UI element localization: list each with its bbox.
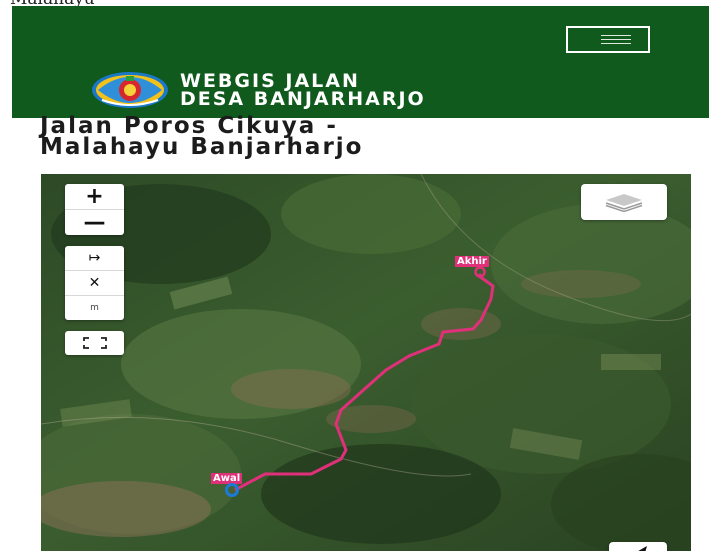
zoom-in-button[interactable]: +: [65, 184, 124, 210]
start-marker-icon[interactable]: [224, 483, 240, 497]
page-title-line-1: Jalan Poros Cikuya -: [40, 113, 338, 139]
layers-icon: [605, 194, 643, 212]
page-title-line-2: Malahayu Banjarharjo: [40, 134, 364, 160]
regency-seal-icon: [92, 72, 168, 108]
measure-distance-button[interactable]: ↦: [65, 246, 124, 271]
fullscreen-button[interactable]: [65, 331, 124, 355]
hamburger-icon: [601, 35, 631, 36]
site-header: WEBGIS JALAN DESA BANJARHARJO: [12, 6, 709, 118]
measure-clear-button[interactable]: ✕: [65, 271, 124, 296]
end-marker-label: Akhir: [455, 256, 489, 267]
hamburger-icon-bar: [601, 43, 631, 44]
zoom-control: + —: [65, 184, 124, 235]
hamburger-icon-bar: [601, 39, 631, 40]
brand-line-2: DESA BANJARHARJO: [180, 88, 426, 110]
page-title: Jalan Poros Cikuya - Malahayu Banjarharj…: [40, 113, 680, 160]
brand-line-1: WEBGIS JALAN: [180, 70, 360, 92]
zoom-out-button[interactable]: —: [83, 210, 106, 235]
route-line[interactable]: [234, 272, 495, 492]
satellite-imagery: [41, 174, 691, 551]
measure-unit-button[interactable]: m: [90, 303, 99, 313]
layers-button[interactable]: [581, 184, 667, 220]
menu-toggle-button[interactable]: [566, 26, 650, 53]
map-view[interactable]: Akhir Awal + — ↦ ✕ m: [41, 174, 691, 551]
cut-off-heading: Malahayu: [10, 0, 95, 9]
site-brand[interactable]: WEBGIS JALAN DESA BANJARHARJO: [180, 70, 426, 110]
start-marker-label: Awal: [211, 473, 243, 484]
fullscreen-icon: [82, 337, 107, 349]
compass-button[interactable]: [609, 542, 667, 551]
compass-arrow-icon: [638, 546, 647, 551]
measure-control: ↦ ✕ m: [65, 246, 124, 320]
end-marker-icon[interactable]: [474, 266, 486, 278]
